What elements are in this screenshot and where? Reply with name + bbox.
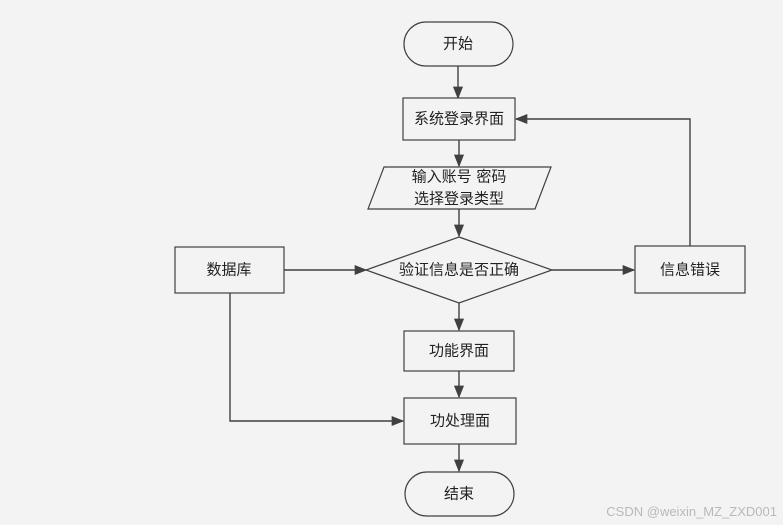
login-box — [402, 97, 516, 141]
start-terminator — [403, 21, 514, 67]
start-label: 开始 — [443, 35, 473, 53]
verify-label: 验证信息是否正确 — [399, 261, 519, 279]
database-label: 数据库 — [206, 261, 251, 279]
process-box — [403, 397, 517, 445]
input-label-line1: 输入账号 密码 — [412, 168, 507, 186]
function-box — [403, 330, 515, 372]
input-parallelogram — [367, 166, 552, 210]
function-label: 功能界面 — [429, 342, 489, 360]
end-label: 结束 — [444, 485, 474, 503]
watermark: CSDN @weixin_MZ_ZXD001 — [606, 504, 777, 519]
process-label: 功处理面 — [430, 412, 490, 430]
end-terminator — [404, 471, 515, 517]
error-label: 信息错误 — [660, 261, 720, 279]
verify-decision — [364, 236, 554, 304]
input-label-line2: 选择登录类型 — [414, 190, 504, 208]
login-label: 系统登录界面 — [414, 110, 504, 128]
edge-error-to-login — [514, 113, 691, 246]
database-box — [174, 246, 285, 294]
edge-database-to-process — [229, 293, 405, 427]
error-box — [634, 245, 746, 294]
